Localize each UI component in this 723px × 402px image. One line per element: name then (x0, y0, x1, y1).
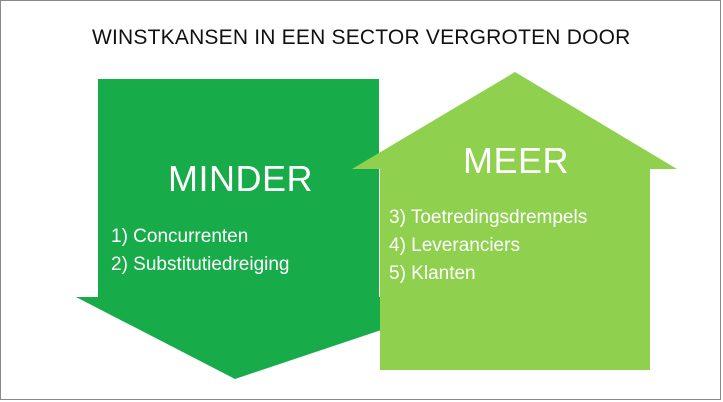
up-arrow-shape (352, 72, 677, 370)
meer-item: 5) Klanten (389, 263, 476, 284)
meer-item: 4) Leveranciers (389, 235, 520, 256)
minder-heading: MINDER (168, 158, 313, 199)
minder-item: 2) Substitutiedreiging (111, 254, 290, 275)
meer-heading: MEER (463, 140, 570, 181)
meer-item: 3) Toetredingsdrempels (389, 207, 588, 228)
meer-items-list: 3) Toetredingsdrempels 4) Leveranciers 5… (389, 204, 587, 288)
minder-item: 1) Concurrenten (111, 226, 249, 247)
minder-items-list: 1) Concurrenten 2) Substitutiedreiging (111, 223, 290, 279)
slide-title: WINSTKANSEN IN EEN SECTOR VERGROTEN DOOR (92, 26, 631, 49)
